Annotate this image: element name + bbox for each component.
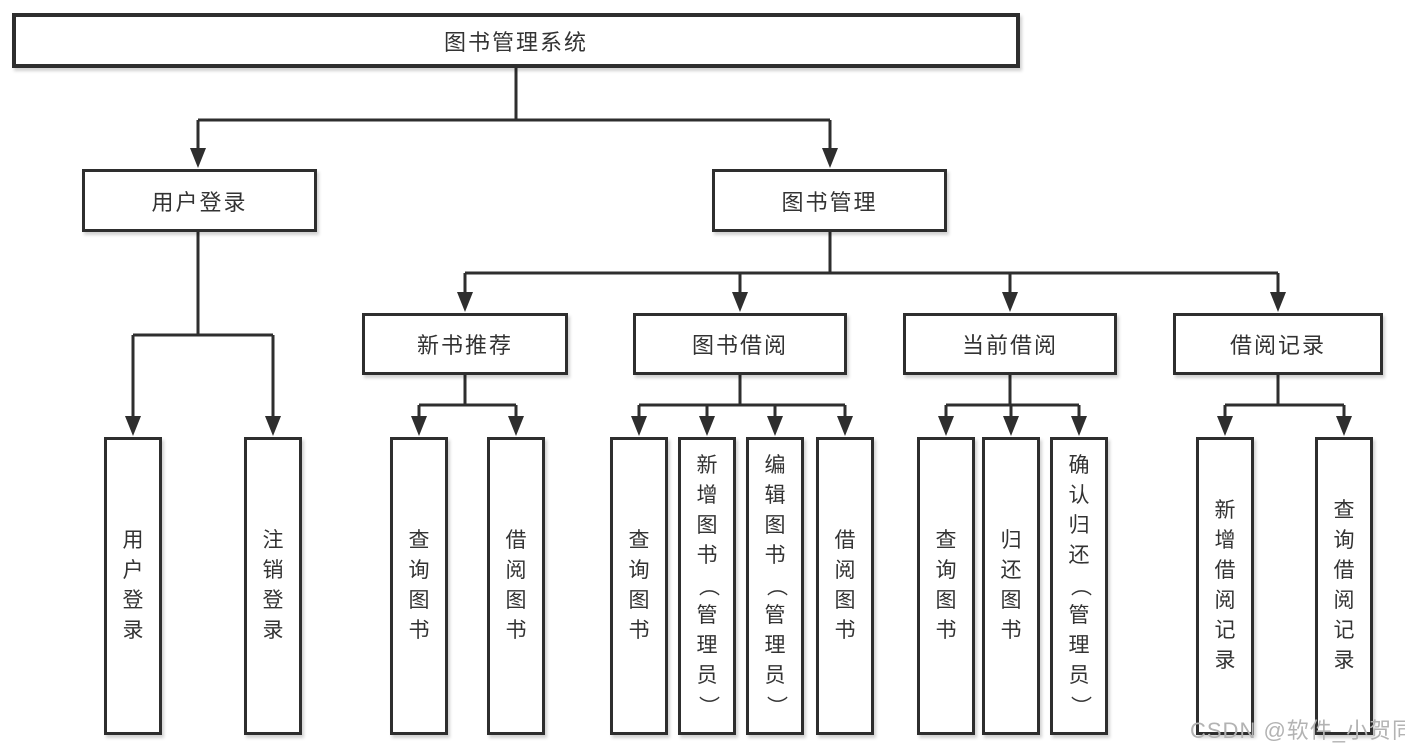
node-label: 借阅图书 [505, 529, 527, 642]
node-label: 图书管理系统 [443, 29, 588, 55]
connector-borrow-records [1223, 375, 1346, 418]
connector-book-management [463, 232, 1280, 294]
connector-current-borrow [944, 375, 1081, 418]
node-label: 用户登录 [122, 529, 144, 642]
node-label: 查询图书 [935, 529, 957, 642]
node-new-book-recommend: 新书推荐 [362, 313, 568, 375]
node-label: 新书推荐 [416, 333, 513, 358]
connector-root [196, 68, 832, 150]
node-library-management-system: 图书管理系统 [12, 13, 1020, 68]
node-label: 新增借阅记录 [1214, 499, 1236, 672]
connector-book-borrow [637, 375, 847, 418]
leaf-add-books-admin: 新增图书（管理员） [678, 437, 736, 735]
leaf-query-borrow-record: 查询借阅记录 [1315, 437, 1373, 735]
connector-new-book-recommend [417, 375, 518, 418]
leaf-query-books-1: 查询图书 [390, 437, 448, 735]
node-label: 确认归还（管理员） [1068, 454, 1091, 717]
leaf-query-books-2: 查询图书 [610, 437, 668, 735]
node-label: 当前借阅 [961, 333, 1058, 358]
node-label: 借阅图书 [834, 529, 856, 642]
connector-user-login [131, 232, 275, 418]
leaf-confirm-return-admin: 确认归还（管理员） [1050, 437, 1108, 735]
node-book-management: 图书管理 [712, 169, 947, 232]
csdn-watermark: CSDN @软件_小贺同学 [1190, 718, 1405, 743]
leaf-borrow-books-1: 借阅图书 [487, 437, 545, 735]
node-label: 查询借阅记录 [1333, 499, 1355, 672]
node-book-borrow: 图书借阅 [633, 313, 847, 375]
node-label: 图书借阅 [691, 333, 788, 358]
leaf-borrow-books-2: 借阅图书 [816, 437, 874, 735]
leaf-user-login: 用户登录 [104, 437, 162, 735]
node-label: 查询图书 [408, 529, 430, 642]
node-label: 查询图书 [628, 529, 650, 642]
node-label: 借阅记录 [1229, 333, 1326, 358]
leaf-logout: 注销登录 [244, 437, 302, 735]
node-label: 用户登录 [151, 189, 248, 215]
leaf-add-borrow-record: 新增借阅记录 [1196, 437, 1254, 735]
node-label: 图书管理 [781, 189, 878, 215]
leaf-return-books: 归还图书 [982, 437, 1040, 735]
node-borrow-records: 借阅记录 [1173, 313, 1383, 375]
leaf-edit-books-admin: 编辑图书（管理员） [746, 437, 804, 735]
leaf-query-books-3: 查询图书 [917, 437, 975, 735]
arrowheads [125, 148, 1352, 436]
node-current-borrow: 当前借阅 [903, 313, 1117, 375]
node-label: 新增图书（管理员） [696, 454, 719, 717]
node-user-login: 用户登录 [82, 169, 317, 232]
node-label: 编辑图书（管理员） [764, 454, 787, 717]
node-label: 归还图书 [1000, 529, 1022, 642]
node-label: 注销登录 [262, 529, 284, 642]
